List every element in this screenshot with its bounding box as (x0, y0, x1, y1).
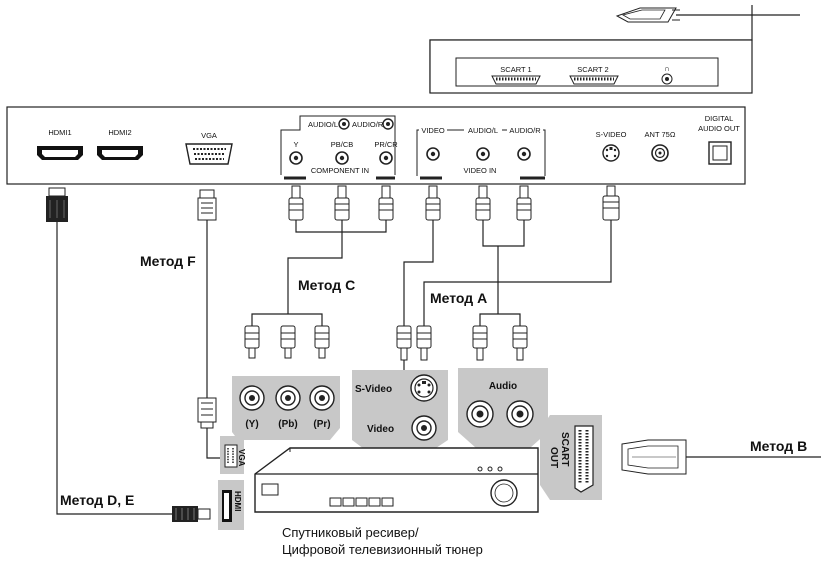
receiver-scart-label-2: OUT (548, 447, 559, 468)
receiver-audio-label: Audio (489, 381, 517, 392)
audio-r-label: AUDIO/R (509, 126, 541, 135)
scart-plug-rx (621, 439, 687, 475)
vga-plug-rx (197, 397, 217, 429)
caption-line-2: Цифровой телевизионный тюнер (282, 542, 483, 557)
scart1-label: SCART 1 (500, 65, 531, 74)
vga-plug-tv (197, 189, 217, 221)
method-f-label: Метод F (140, 253, 196, 269)
receiver-audio-r-jack[interactable] (506, 400, 534, 428)
rca-plug-video-rx (396, 325, 412, 361)
receiver-y-label: (Y) (245, 419, 258, 430)
pb-label: PB/CB (331, 140, 354, 149)
rca-plug-pr-rx (314, 325, 330, 359)
receiver-vga-port[interactable] (224, 444, 238, 468)
method-c-label: Метод C (298, 277, 355, 293)
component-in-label: COMPONENT IN (311, 166, 369, 175)
tv-rear-panel: HDMI1 HDMI2 VGA AUDIO/L AUDIO/R Y PB/CB … (6, 106, 746, 185)
receiver-video-jack[interactable] (411, 415, 437, 441)
receiver-pr-label: (Pr) (313, 419, 330, 430)
s-video-plug-rx (416, 325, 432, 361)
scart-cable-top (615, 7, 800, 23)
headphone-icon: ∩ (664, 64, 670, 73)
hdmi-plug-tv (46, 187, 68, 222)
ant-label: ANT 75Ω (645, 130, 676, 139)
hdmi1-label: HDMI1 (48, 128, 71, 137)
rca-plug-pr-tv (378, 185, 394, 221)
digital-audio-out-label-1: DIGITAL (705, 114, 734, 123)
hdmi-plug-rx (172, 506, 211, 522)
receiver-pb-label: (Pb) (278, 419, 297, 430)
digital-audio-out-label-2: AUDIO OUT (698, 124, 740, 133)
satellite-receiver (254, 447, 539, 513)
scart2-port[interactable] (569, 75, 619, 85)
rca-plug-y-rx (244, 325, 260, 359)
receiver-port-panels: (Y) (Pb) (Pr) S-Video Video Audio (218, 368, 602, 530)
rca-plug-audio-r-tv (516, 185, 532, 221)
video-label: VIDEO (421, 126, 445, 135)
receiver-scart-label-1: SCART (559, 432, 570, 466)
receiver-audio-l-jack[interactable] (466, 400, 494, 428)
s-video-port[interactable] (602, 144, 620, 162)
scart2-label: SCART 2 (577, 65, 608, 74)
method-b-label: Метод B (750, 438, 807, 454)
hdmi1-port[interactable] (37, 146, 83, 160)
receiver-s-video-jack[interactable] (410, 374, 438, 402)
hdmi2-label: HDMI2 (108, 128, 131, 137)
component-y-jack-rx[interactable] (239, 385, 265, 411)
y-label: Y (293, 140, 298, 149)
pr-label: PR/CR (374, 140, 398, 149)
receiver-scart-out-port[interactable] (574, 425, 594, 493)
tv-side-panel: SCART 1 SCART 2 ∩ (429, 5, 800, 94)
receiver-vga-label: VGA (237, 449, 246, 467)
component-pr-jack-rx[interactable] (309, 385, 335, 411)
rca-plug-pb-tv (334, 185, 350, 221)
vga-label: VGA (201, 131, 217, 140)
video-in-label: VIDEO IN (464, 166, 497, 175)
s-video-plug-tv (602, 185, 620, 221)
receiver-hdmi-port[interactable] (222, 490, 232, 522)
receiver-s-video-label: S-Video (355, 384, 392, 395)
caption-line-1: Спутниковый ресивер/ (282, 525, 419, 540)
method-a-label: Метод A (430, 290, 487, 306)
rca-plug-pb-rx (280, 325, 296, 359)
audio-l-label: AUDIO/L (468, 126, 498, 135)
s-video-label: S-VIDEO (596, 130, 627, 139)
digital-audio-out-port[interactable] (708, 141, 732, 165)
method-de-label: Метод D, E (60, 492, 134, 508)
rca-plug-audio-r-rx (512, 325, 528, 361)
scart1-port[interactable] (491, 75, 541, 85)
rca-plug-video-tv (425, 185, 441, 221)
receiver-hdmi-label: HDMI (233, 491, 242, 511)
audio-r-top-label: AUDIO/R (352, 120, 384, 129)
tv-plugs (46, 185, 620, 222)
audio-l-top-label: AUDIO/L (308, 120, 338, 129)
rca-plug-audio-l-tv (475, 185, 491, 221)
component-pb-jack-rx[interactable] (275, 385, 301, 411)
rca-plug-y-tv (288, 185, 304, 221)
receiver-video-label: Video (367, 424, 394, 435)
vga-port[interactable] (185, 143, 233, 165)
receiver-side-plugs (172, 325, 687, 522)
ant-port[interactable] (651, 144, 669, 162)
rca-plug-audio-l-rx (472, 325, 488, 361)
hdmi2-port[interactable] (97, 146, 143, 160)
